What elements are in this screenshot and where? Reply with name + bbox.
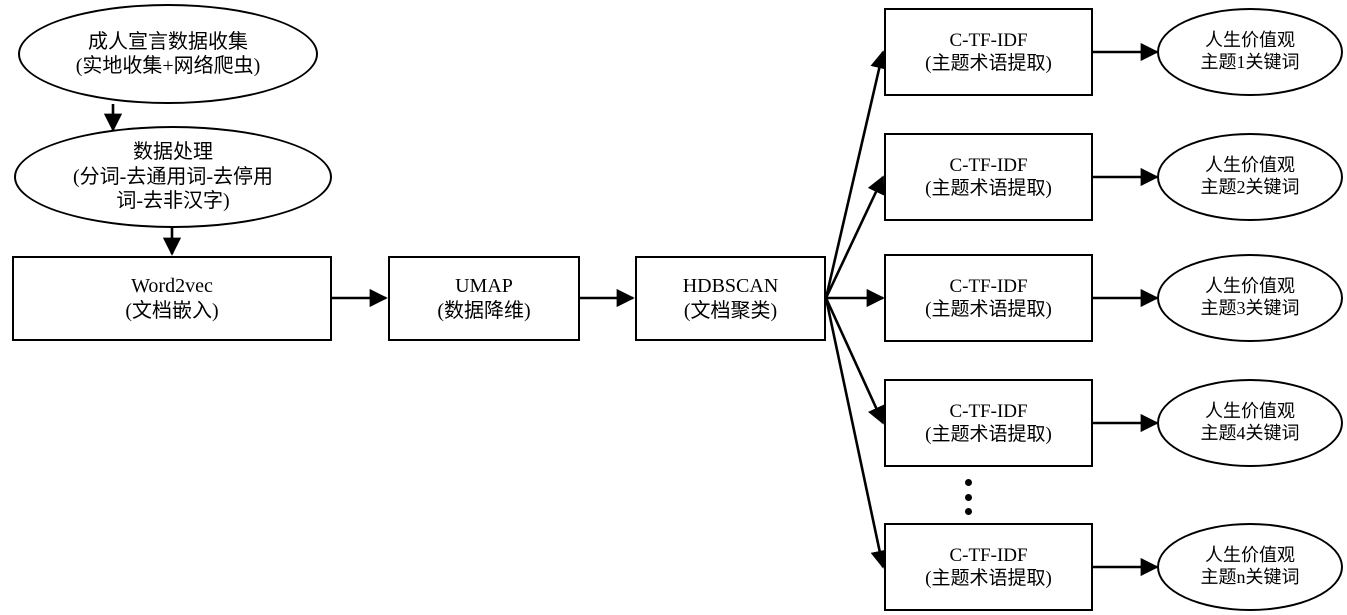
node-ctfidf-5-line1: C-TF-IDF (949, 544, 1028, 566)
node-ctfidf-2[interactable]: C-TF-IDF (主题术语提取) (884, 133, 1093, 221)
node-ctfidf-1-line1: C-TF-IDF (949, 29, 1028, 51)
node-keywords-4-line2: 主题4关键词 (1200, 423, 1300, 443)
node-ctfidf-1[interactable]: C-TF-IDF (主题术语提取) (884, 8, 1093, 96)
node-umap[interactable]: UMAP (数据降维) (388, 256, 580, 341)
node-word2vec-line2: (文档嵌入) (125, 299, 219, 322)
node-ctfidf-3-line1: C-TF-IDF (949, 275, 1028, 297)
edge-hdbscan-to-ctfidf-4 (824, 297, 885, 425)
node-keywords-5-line2: 主题n关键词 (1200, 567, 1300, 587)
edge-hdbscan-to-ctfidf-1 (824, 50, 889, 299)
node-keywords-1-line2: 主题1关键词 (1200, 52, 1300, 72)
node-data-preprocessing-line1: 数据处理 (133, 141, 213, 164)
node-keywords-1-line1: 人生价值观 (1205, 30, 1295, 51)
node-keywords-2-line1: 人生价值观 (1205, 155, 1295, 176)
node-ctfidf-5[interactable]: C-TF-IDF (主题术语提取) (884, 523, 1093, 611)
node-keywords-2[interactable]: 人生价值观 主题2关键词 (1157, 133, 1343, 221)
node-data-preprocessing[interactable]: 数据处理 (分词-去通用词-去停用 词-去非汉字) (14, 126, 332, 228)
node-keywords-4-line1: 人生价值观 (1205, 401, 1295, 422)
node-keywords-4[interactable]: 人生价值观 主题4关键词 (1157, 379, 1343, 467)
node-ctfidf-3-line2: (主题术语提取) (925, 299, 1052, 320)
node-word2vec[interactable]: Word2vec (文档嵌入) (12, 256, 332, 341)
node-ctfidf-4-line2: (主题术语提取) (925, 424, 1052, 445)
node-word2vec-line1: Word2vec (131, 275, 213, 298)
node-data-collection-line1: 成人宣言数据收集 (88, 30, 248, 53)
vertical-ellipsis (964, 479, 972, 515)
node-keywords-3[interactable]: 人生价值观 主题3关键词 (1157, 254, 1343, 342)
node-data-preprocessing-line3: 词-去非汉字) (116, 190, 230, 213)
node-ctfidf-2-line2: (主题术语提取) (925, 178, 1052, 199)
node-hdbscan-line2: (文档聚类) (683, 299, 778, 322)
node-ctfidf-1-line2: (主题术语提取) (925, 53, 1052, 74)
node-umap-line2: (数据降维) (437, 299, 531, 322)
node-data-collection-line2: (实地收集+网络爬虫) (75, 55, 261, 77)
node-keywords-2-line2: 主题2关键词 (1200, 177, 1300, 197)
edge-hdbscan-to-ctfidf-5 (824, 297, 889, 569)
ellipsis-dot-2 (964, 493, 972, 501)
node-keywords-5-line1: 人生价值观 (1205, 545, 1295, 566)
node-keywords-3-line1: 人生价值观 (1205, 276, 1295, 297)
node-ctfidf-5-line2: (主题术语提取) (925, 568, 1052, 589)
node-keywords-3-line2: 主题3关键词 (1200, 298, 1300, 318)
node-ctfidf-4[interactable]: C-TF-IDF (主题术语提取) (884, 379, 1093, 467)
ellipsis-dot-1 (964, 479, 972, 486)
node-data-collection[interactable]: 成人宣言数据收集 (实地收集+网络爬虫) (18, 4, 318, 104)
node-keywords-5[interactable]: 人生价值观 主题n关键词 (1157, 523, 1343, 611)
ellipsis-dot-3 (964, 508, 972, 515)
node-ctfidf-2-line1: C-TF-IDF (949, 154, 1028, 176)
node-keywords-1[interactable]: 人生价值观 主题1关键词 (1157, 8, 1343, 96)
edge-hdbscan-to-ctfidf-2 (824, 175, 885, 299)
node-hdbscan-line1: HDBSCAN (682, 275, 779, 298)
node-hdbscan[interactable]: HDBSCAN (文档聚类) (635, 256, 826, 341)
node-ctfidf-3[interactable]: C-TF-IDF (主题术语提取) (884, 254, 1093, 342)
node-ctfidf-4-line1: C-TF-IDF (949, 400, 1028, 422)
node-umap-line1: UMAP (455, 275, 513, 298)
node-data-preprocessing-line2: (分词-去通用词-去停用 (73, 165, 273, 188)
